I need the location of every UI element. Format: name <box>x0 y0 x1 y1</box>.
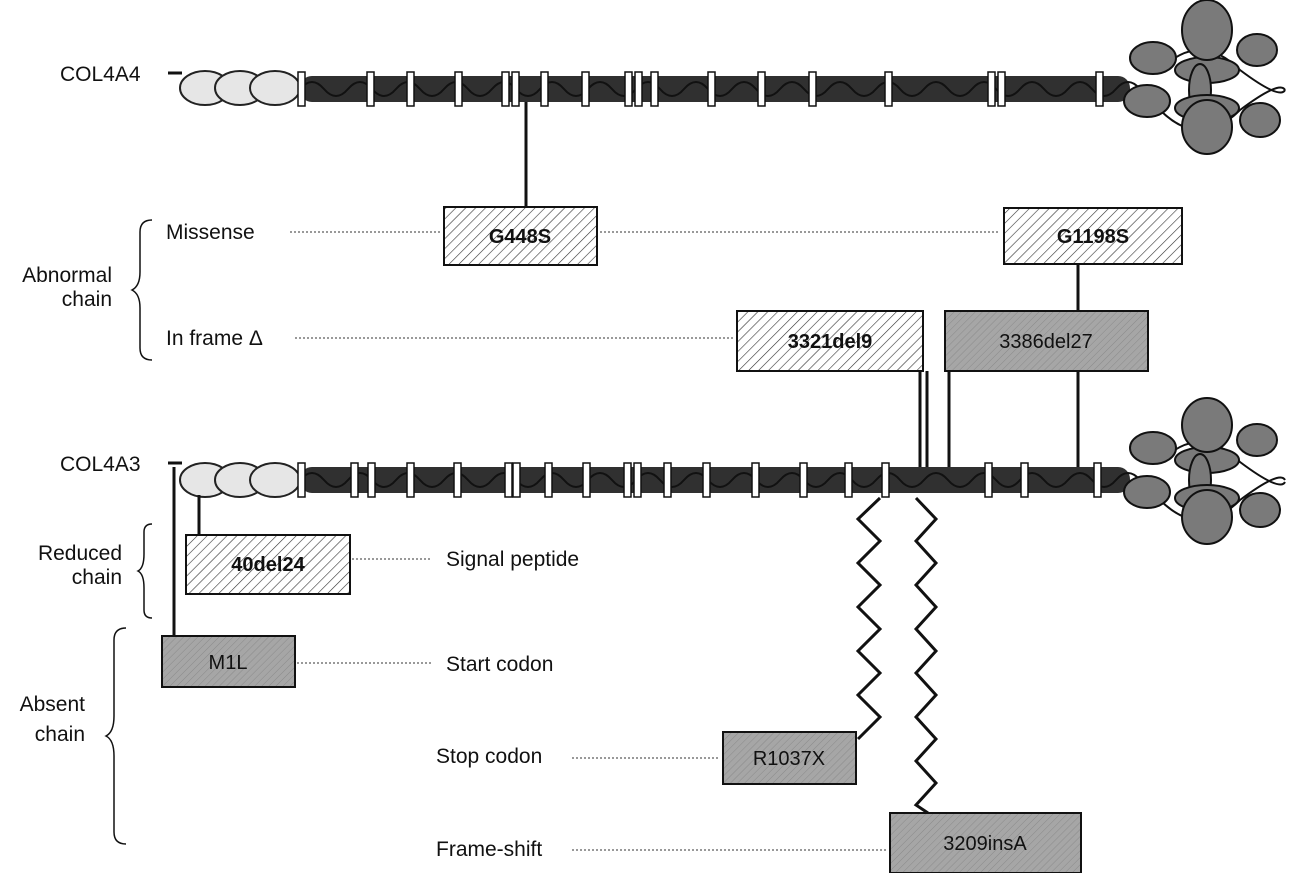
del40-label: 40del24 <box>231 554 305 576</box>
col4a3-signal-domain <box>179 462 301 498</box>
col4a3-label: COL4A3 <box>60 453 141 476</box>
del3321-label: 3321del9 <box>788 331 873 353</box>
missense-label: Missense <box>166 221 255 244</box>
mutation-box-3386del27: 3386del27 <box>944 310 1149 372</box>
mutation-box-40del24: 40del24 <box>185 534 351 595</box>
col4a3-collagenous-domain <box>297 462 1141 498</box>
g1198s-label: G1198S <box>1057 226 1129 248</box>
col4a3-nc1-domain <box>1123 397 1286 545</box>
del3386-label: 3386del27 <box>999 331 1092 353</box>
reduced-label-line2: chain <box>72 566 122 589</box>
ins3209-label: 3209insA <box>943 833 1027 855</box>
mutation-type-labels: Missense In frame Δ Signal peptide Start… <box>166 221 579 861</box>
mutation-box-g1198s: G1198S <box>1003 207 1183 265</box>
col4a4-label: COL4A4 <box>60 63 141 86</box>
mutation-box-r1037x: R1037X <box>722 731 857 785</box>
reduced-label-line1: Reduced <box>38 542 122 565</box>
g448s-label: G448S <box>489 226 551 248</box>
stop-codon-zigzag <box>855 496 883 741</box>
leader-lines <box>290 231 1000 851</box>
mutation-box-g448s: G448S <box>443 206 598 266</box>
category-labels: Abnormal chain Reduced chain Absent chai… <box>20 264 122 746</box>
category-braces <box>104 219 153 845</box>
stop-codon-label: Stop codon <box>436 745 542 768</box>
m1l-label: M1L <box>209 652 248 674</box>
signal-peptide-label: Signal peptide <box>446 548 579 571</box>
frameshift-zigzag <box>913 496 939 815</box>
col4a4-interruptions <box>297 71 1104 107</box>
frameshift-label: Frame-shift <box>436 838 542 861</box>
mutation-box-3321del9: 3321del9 <box>736 310 924 372</box>
col4a4-signal-domain <box>179 70 301 106</box>
absent-label-line1: Absent <box>20 693 86 716</box>
col4a4-nc1-domain <box>1123 0 1286 155</box>
r1037x-label: R1037X <box>753 748 825 770</box>
absent-label-line2: chain <box>35 723 85 746</box>
inframe-label: In frame Δ <box>166 327 263 350</box>
abnormal-label-line2: chain <box>62 288 112 311</box>
start-codon-label: Start codon <box>446 653 553 676</box>
connector-lines <box>172 102 1080 815</box>
col4a4-collagenous-domain <box>297 71 1141 107</box>
col4a3-chain: COL4A3 <box>60 397 1286 545</box>
col4a4-chain: COL4A4 <box>60 0 1286 155</box>
mutation-box-m1l: M1L <box>161 635 296 688</box>
abnormal-label-line1: Abnormal <box>22 264 112 287</box>
mutation-box-3209insA: 3209insA <box>889 812 1082 873</box>
col4a3-interruptions <box>297 462 1102 498</box>
